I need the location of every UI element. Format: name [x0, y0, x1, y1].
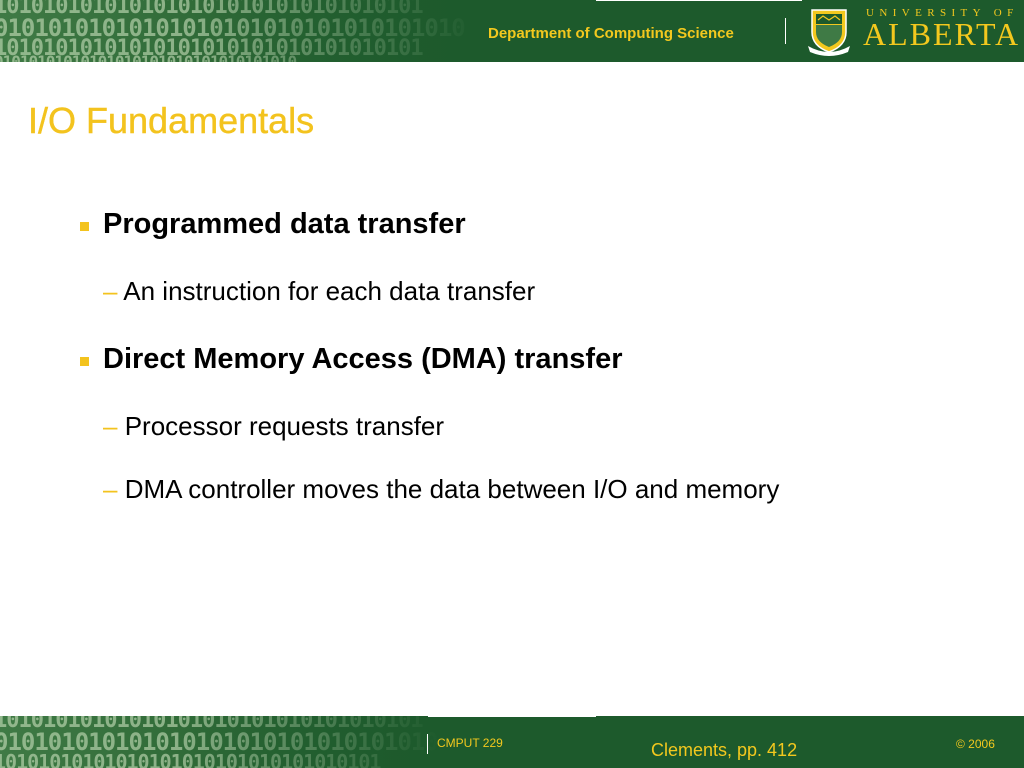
- slide-title: I/O Fundamentals: [28, 100, 315, 141]
- copyright-text: © 2006: [956, 737, 995, 751]
- dash-marker: –: [103, 276, 118, 306]
- sub-bullet: – Processor requests transfer: [103, 411, 444, 442]
- binary-pattern-footer: 10101010101010101010101010101010101 0101…: [0, 716, 440, 768]
- header-divider: [785, 18, 786, 44]
- university-name-main: ALBERTA: [863, 16, 1021, 52]
- square-bullet-icon: [80, 357, 89, 366]
- sub-bullet-text: DMA controller moves the data between I/…: [124, 474, 780, 504]
- university-name-top: UNIVERSITY OF: [866, 7, 1019, 19]
- sub-bullet: – DMA controller moves the data between …: [103, 474, 779, 505]
- sub-bullet-text: An instruction for each data transfer: [123, 276, 536, 306]
- slide-header: 10101010101010101010101010101010101 0101…: [0, 0, 1024, 62]
- header-accent-line: [596, 0, 802, 1]
- bullet-programmed-transfer: Programmed data transfer: [103, 208, 466, 240]
- square-bullet-icon: [80, 222, 89, 231]
- bullet-dma-transfer: Direct Memory Access (DMA) transfer: [103, 343, 623, 375]
- university-crest-icon: [808, 9, 850, 56]
- course-code: CMPUT 229: [437, 736, 503, 750]
- sub-bullet-text: Processor requests transfer: [124, 411, 445, 441]
- footer-divider: [427, 734, 428, 754]
- dash-marker: –: [103, 411, 118, 441]
- department-name: Department of Computing Science: [488, 25, 734, 42]
- sub-bullet: – An instruction for each data transfer: [103, 276, 535, 307]
- reference-text: Clements, pp. 412: [651, 740, 798, 760]
- dash-marker: –: [103, 474, 118, 504]
- slide-footer: 10101010101010101010101010101010101 0101…: [0, 716, 1024, 768]
- binary-pattern-header: 10101010101010101010101010101010101 0101…: [0, 0, 480, 62]
- footer-accent-line: [428, 716, 596, 717]
